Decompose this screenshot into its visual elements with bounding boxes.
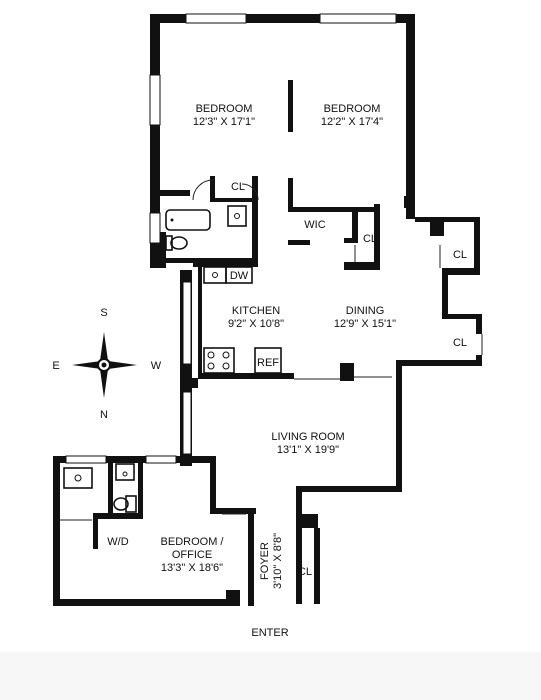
- closet-label: CL: [453, 249, 467, 261]
- closet-label: CL: [363, 233, 377, 245]
- living-dims: 13'1" X 19'9": [277, 444, 339, 456]
- kitchen-dims: 9'2" X 10'8": [228, 318, 284, 330]
- sink-icon: [115, 463, 135, 481]
- wic-label: WIC: [304, 219, 325, 231]
- labels: BEDROOM 12'3" X 17'1" BEDROOM 12'2" X 17…: [52, 103, 467, 639]
- doors: [60, 179, 441, 521]
- stove-icon: [203, 347, 235, 374]
- windows: [65, 13, 483, 464]
- foyer-name: FOYER: [259, 542, 271, 580]
- dishwasher-icon: [225, 266, 253, 284]
- sink-icon: [63, 467, 93, 489]
- bath-fixtures: [63, 205, 247, 513]
- compass-west: W: [151, 360, 162, 372]
- office-name-line2: OFFICE: [172, 549, 212, 561]
- toilet-icon: [165, 235, 188, 251]
- compass-north: N: [100, 409, 108, 421]
- compass-icon: [72, 332, 137, 398]
- bathtub-icon: [165, 209, 211, 231]
- entrance-label: ENTER: [251, 627, 288, 639]
- washer-dryer-label: W/D: [107, 536, 128, 548]
- kitchen-fixtures: [203, 266, 282, 374]
- living-name: LIVING ROOM: [271, 431, 344, 443]
- toilet-icon: [113, 495, 137, 513]
- dining-name: DINING: [346, 305, 385, 317]
- footer-band: [0, 652, 541, 700]
- bedroom-2-dims: 12'2" X 17'4": [321, 116, 383, 128]
- compass-east: E: [52, 360, 59, 372]
- refrigerator-label: REF: [257, 357, 279, 369]
- kitchen-name: KITCHEN: [232, 305, 280, 317]
- dishwasher-label: DW: [230, 270, 249, 282]
- bedroom-2-name: BEDROOM: [324, 103, 381, 115]
- foyer-dims: 3'10" X 8'8": [272, 533, 284, 589]
- compass-south: S: [100, 307, 107, 319]
- bedroom-1-dims: 12'3" X 17'1": [193, 116, 255, 128]
- closet-label: CL: [453, 337, 467, 349]
- closet-label: CL: [231, 181, 245, 193]
- office-dims: 13'3" X 18'6": [161, 562, 223, 574]
- kitchen-sink-icon: [203, 266, 227, 284]
- bedroom-1-name: BEDROOM: [196, 103, 253, 115]
- office-name-line1: BEDROOM /: [161, 536, 225, 548]
- closet-label: CL: [298, 566, 312, 578]
- sink-icon: [227, 205, 247, 227]
- refrigerator-icon: [254, 347, 282, 374]
- dining-dims: 12'9" X 15'1": [334, 318, 396, 330]
